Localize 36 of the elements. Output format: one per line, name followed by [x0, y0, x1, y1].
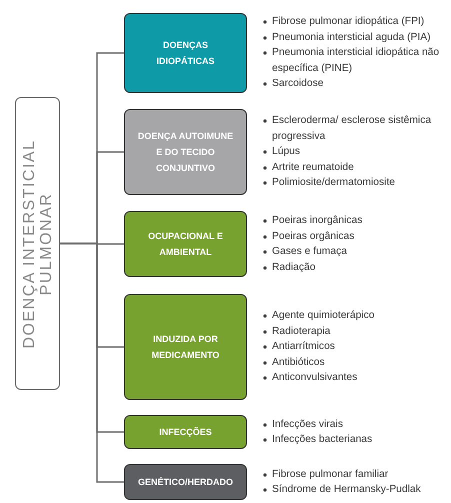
- list-item-text: Polimiosite/dermatomiosite: [272, 176, 396, 190]
- category-label: GENÉTICO/HERDADO: [138, 476, 233, 489]
- list-item-text: Síndrome de Hermansky-Pudlak: [272, 483, 422, 497]
- list-item-text: Pneumonia intersticial idiopática não específica (PINE): [272, 46, 440, 76]
- category-box: [124, 211, 247, 277]
- list-item-text: Gases e fumaça: [272, 245, 348, 259]
- category-label: INFECÇÕES: [159, 426, 212, 439]
- list-item-text: Sarcoidose: [272, 77, 325, 92]
- list-item-text: Artrite reumatoide: [272, 160, 355, 175]
- root-box: [15, 97, 60, 390]
- category-label: INDUZIDA POR MEDICAMENTO: [150, 333, 220, 362]
- list-item-text: Antibióticos: [272, 356, 326, 370]
- connector-line: [60, 242, 124, 483]
- category-label: DOENÇA AUTOIMUNE E DO TECIDO CONJUNTIVO: [138, 130, 234, 175]
- list-item-text: Antiarrítmicos: [272, 340, 336, 354]
- list-item-text: Radioterapia: [272, 324, 332, 339]
- list-item-text: Radiação: [272, 260, 317, 274]
- category-label: DOENÇAS IDIOPÁTICAS: [155, 39, 216, 68]
- list-item-text: Poeiras orgânicas: [272, 230, 356, 244]
- list-item-text: Pneumonia intersticial aguda (PIA): [272, 30, 432, 45]
- category-box: [124, 294, 247, 400]
- list-item-text: Lúpus: [272, 145, 302, 160]
- list-item-text: Escleroderma/ esclerose sistêmica progressiva: [272, 114, 432, 144]
- category-box: [124, 464, 247, 500]
- list-item-text: Infecções bacterianas: [272, 433, 374, 447]
- list-item-text: Fibrose pulmonar familiar: [272, 468, 390, 482]
- category-box: [124, 415, 247, 449]
- category-box: [124, 109, 247, 195]
- list-item-text: Anticonvulsivantes: [272, 371, 358, 386]
- list-item-text: Fibrose pulmonar idiopática (FPI): [272, 15, 426, 30]
- root-title: DOENÇA INTERSTICIAL PULMONAR: [20, 138, 54, 350]
- list-item-text: Infecções virais: [272, 418, 344, 432]
- category-box: [124, 13, 247, 93]
- list-item-text: Agente quimioterápico: [272, 309, 376, 324]
- list-item-text: Poeiras inorgânicas: [272, 214, 364, 228]
- category-label: OCUPACIONAL E AMBIENTAL: [147, 230, 224, 259]
